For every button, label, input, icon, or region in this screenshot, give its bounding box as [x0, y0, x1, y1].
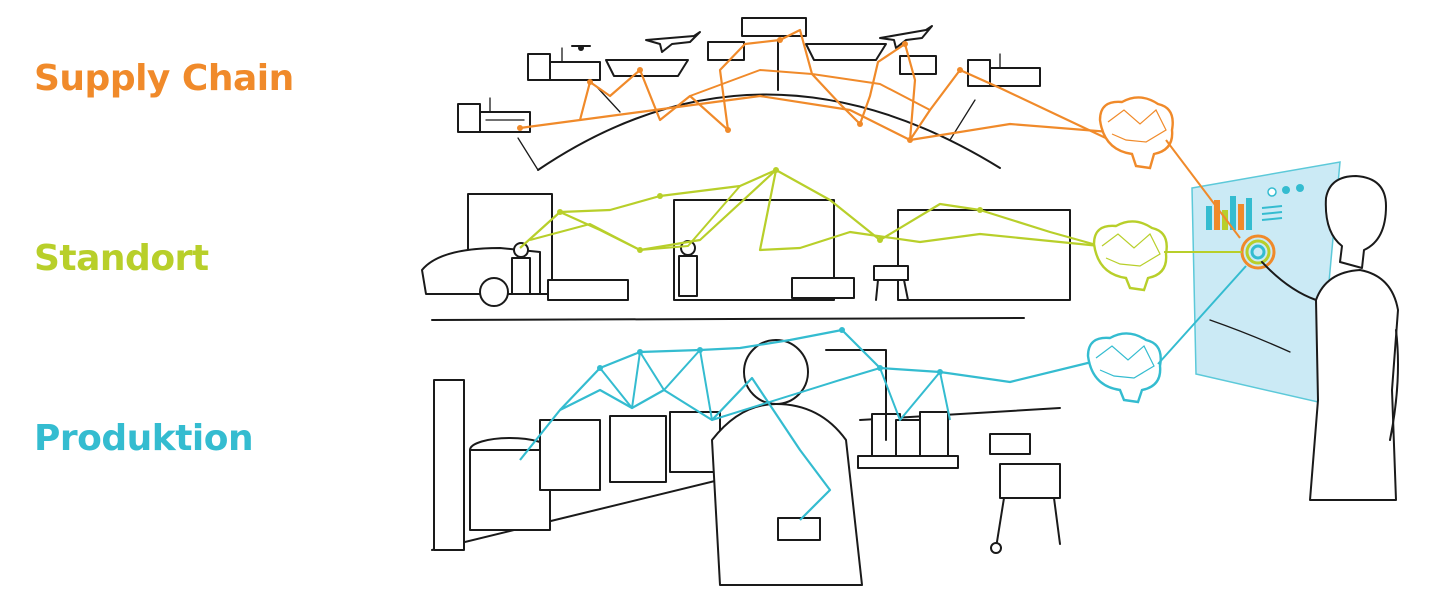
- brain-icon: [1086, 332, 1162, 404]
- globe-arc: [537, 93, 1001, 171]
- tablet-icon: [777, 517, 821, 541]
- produktion-scene: [431, 327, 1101, 586]
- label-supply-chain: Supply Chain: [34, 58, 294, 99]
- ground-line: [431, 317, 1025, 321]
- dashboard-bars: [1206, 196, 1252, 230]
- building-frame: [673, 199, 835, 301]
- ship-icon: [605, 59, 689, 77]
- factory-icon: [967, 53, 1041, 87]
- agv-robot: [791, 277, 855, 299]
- plane-icon: [879, 25, 933, 49]
- container-icon: [609, 415, 667, 483]
- brain-icon: [1098, 96, 1174, 170]
- tank-icon: [433, 379, 551, 551]
- worker-icon: [511, 242, 531, 295]
- label-produktion: Produktion: [34, 418, 254, 459]
- standort-network-line: [519, 168, 1101, 249]
- plane-icon: [645, 31, 701, 53]
- person-figure: [1209, 175, 1399, 501]
- building-frame: [897, 209, 1071, 301]
- barrel-icon: [857, 411, 959, 469]
- standort-network-line: [529, 185, 741, 251]
- label-standort: Standort: [34, 238, 209, 279]
- supply-chain-scene: [457, 17, 1111, 171]
- brain-icon: [1092, 220, 1168, 292]
- touch-ring-icon: [1240, 234, 1276, 270]
- supply-network-line: [519, 28, 1111, 142]
- door-frame: [825, 349, 887, 441]
- drone-icon: [571, 45, 591, 51]
- truck-icon: [899, 55, 937, 75]
- ship-icon: [805, 43, 887, 61]
- container-icon: [539, 419, 601, 491]
- agv-robot: [547, 279, 629, 301]
- truck-icon: [421, 193, 553, 307]
- lab-worker-icon: [711, 339, 863, 586]
- brain-connection: [1165, 139, 1241, 239]
- supply-network-line: [689, 69, 931, 111]
- warehouse-icon: [741, 17, 807, 37]
- robot-dog-icon: [873, 265, 909, 301]
- produktion-network-line: [599, 349, 951, 421]
- factory-icon: [527, 47, 601, 81]
- standort-scene: [421, 167, 1101, 321]
- supply-network-line: [579, 94, 1111, 142]
- robot-dog-icon: [989, 433, 1061, 554]
- worker-icon: [678, 240, 698, 297]
- produktion-network-line: [519, 328, 1101, 461]
- brain-connection: [1157, 265, 1247, 365]
